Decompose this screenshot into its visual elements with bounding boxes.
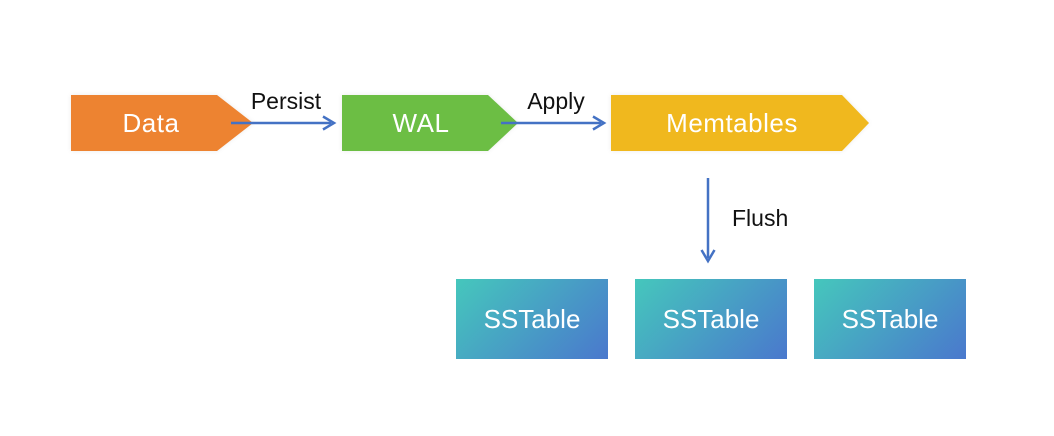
node-sstable-2-label: SSTable	[662, 303, 760, 334]
node-sstable-1-label: SSTable	[483, 303, 581, 334]
wal-chevron-shape: WAL	[342, 95, 518, 151]
flush-arrow-icon	[700, 178, 716, 264]
persist-edge-label: Persist	[250, 88, 322, 114]
node-data-label: Data	[122, 107, 180, 138]
apply-edge-label: Apply	[527, 88, 585, 114]
node-memtables: Memtables	[611, 95, 869, 151]
data-chevron-shape: Data	[71, 95, 253, 151]
node-sstable-2: SSTable	[635, 279, 787, 359]
node-sstable-1: SSTable	[456, 279, 608, 359]
node-wal-label: WAL	[392, 107, 450, 138]
node-wal: WAL	[342, 95, 518, 151]
memtables-chevron-shape: Memtables	[611, 95, 869, 151]
persist-arrow-icon	[231, 115, 337, 131]
apply-arrow-icon	[501, 115, 607, 131]
node-memtables-label: Memtables	[666, 107, 798, 138]
node-data: Data	[71, 95, 253, 151]
node-sstable-3-label: SSTable	[841, 303, 939, 334]
node-sstable-3: SSTable	[814, 279, 966, 359]
flush-edge-label: Flush	[732, 205, 789, 231]
